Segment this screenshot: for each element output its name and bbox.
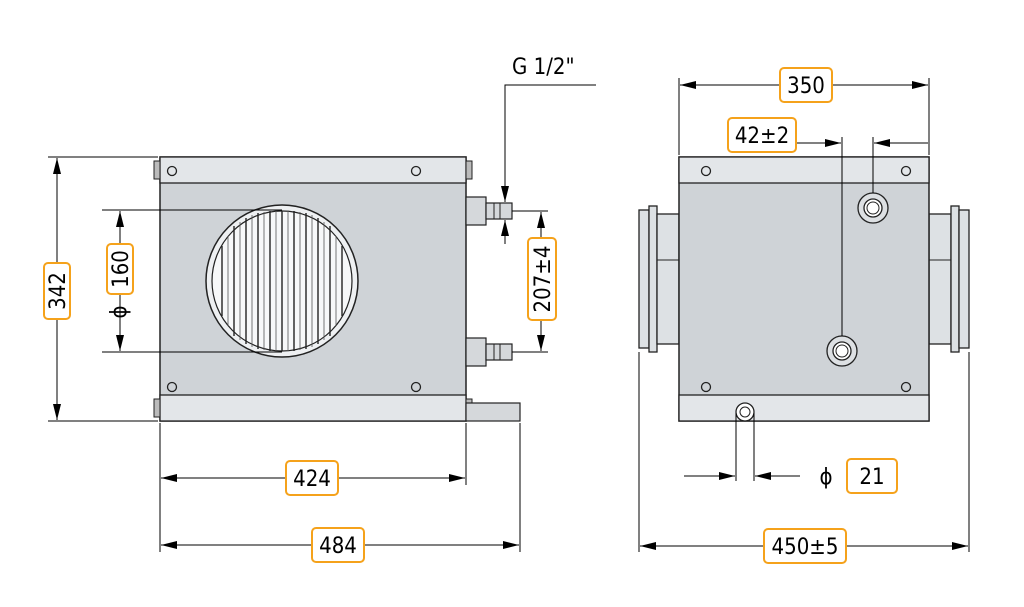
screw-icon bbox=[166, 381, 178, 393]
dimension-pipe-offset: 42±2 bbox=[727, 117, 797, 153]
screw-icon bbox=[700, 381, 712, 393]
dimension-duct-diameter: 160 bbox=[106, 243, 134, 295]
dimension-body-width: 424 bbox=[285, 460, 339, 496]
front-bottom-rail bbox=[159, 394, 467, 422]
dimension-body-width-value: 424 bbox=[293, 467, 331, 492]
dimension-pipe-spacing: 207±4 bbox=[527, 237, 557, 321]
screw-icon bbox=[410, 381, 422, 393]
diameter-symbol: ϕ bbox=[107, 305, 132, 318]
dimension-height: 342 bbox=[43, 262, 71, 320]
pipe-port bbox=[857, 192, 889, 224]
thread-label: G 1/2" bbox=[512, 55, 575, 80]
dimension-total-width: 484 bbox=[311, 527, 365, 563]
screw-icon bbox=[900, 381, 912, 393]
dimension-side-width: 350 bbox=[779, 67, 833, 103]
pipe-connector bbox=[465, 196, 513, 226]
dimension-drain-diameter-value: 21 bbox=[859, 465, 884, 490]
right-spigot bbox=[928, 205, 970, 353]
dimension-pipe-spacing-value: 207±4 bbox=[531, 246, 556, 313]
dimension-drain-diameter: 21 bbox=[846, 458, 898, 494]
left-spigot bbox=[638, 205, 680, 353]
side-housing bbox=[678, 156, 930, 422]
dimension-pipe-offset-value: 42±2 bbox=[735, 124, 789, 149]
pipe-port bbox=[826, 335, 858, 367]
screw-icon bbox=[700, 165, 712, 177]
diameter-symbol: ϕ bbox=[819, 465, 832, 490]
front-view: 342 ϕ 160 207±4 G 1/2" 424 bbox=[43, 55, 596, 563]
screw-icon bbox=[900, 165, 912, 177]
side-view: 350 42±2 ϕ 21 450±5 bbox=[638, 67, 970, 564]
screw-icon bbox=[410, 165, 422, 177]
dimension-height-value: 342 bbox=[46, 272, 71, 310]
front-top-rail bbox=[159, 156, 467, 184]
drain-stub bbox=[465, 402, 521, 422]
dimension-total-length: 450±5 bbox=[763, 528, 847, 564]
duct-opening bbox=[205, 204, 359, 358]
screw-icon bbox=[166, 165, 178, 177]
drain-port bbox=[735, 402, 755, 422]
dimension-total-length-value: 450±5 bbox=[772, 535, 839, 560]
pipe-connector bbox=[465, 337, 513, 367]
dimension-duct-diameter-value: 160 bbox=[109, 250, 134, 288]
dimension-side-width-value: 350 bbox=[787, 74, 825, 99]
dimension-total-width-value: 484 bbox=[319, 534, 357, 559]
